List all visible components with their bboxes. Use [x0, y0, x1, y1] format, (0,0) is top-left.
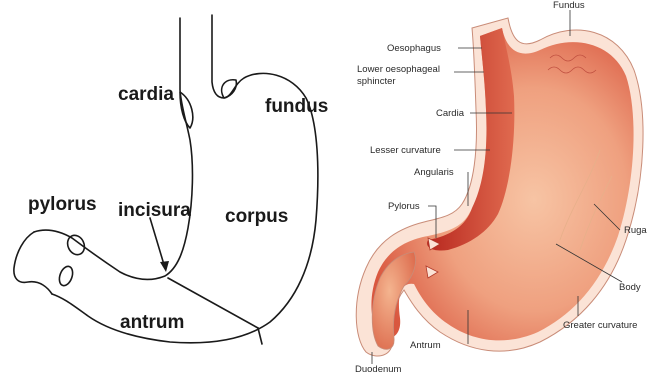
label-pylorus-left: pylorus: [28, 194, 97, 215]
label-lower-sphincter-1: Lower oesophageal: [357, 64, 440, 75]
label-cardia: cardia: [118, 84, 174, 105]
label-greater-curvature: Greater curvature: [563, 320, 637, 331]
label-cardia-right: Cardia: [436, 108, 465, 119]
lesser-curvature-line: [34, 18, 192, 279]
incisura-arrow-line: [150, 218, 165, 268]
label-duodenum: Duodenum: [355, 364, 402, 375]
label-incisura: incisura: [118, 200, 191, 221]
label-ruga: Ruga: [624, 225, 647, 236]
label-corpus: corpus: [225, 206, 288, 227]
left-stomach-outline: [14, 15, 318, 344]
label-lesser-curvature: Lesser curvature: [370, 145, 441, 156]
label-oesophagus: Oesophagus: [387, 43, 441, 54]
label-angularis: Angularis: [414, 167, 454, 178]
label-body: Body: [619, 282, 641, 293]
incisura-arrowhead: [160, 261, 169, 272]
label-antrum-left: antrum: [120, 312, 184, 333]
antrum-lower-divider: [258, 328, 262, 344]
label-fundus-left: fundus: [265, 96, 328, 117]
cardia-sphincter-shape: [180, 92, 193, 128]
label-fundus-right: Fundus: [553, 0, 585, 11]
pyloric-fold-lower: [57, 265, 75, 288]
label-pylorus-right: Pylorus: [388, 201, 420, 212]
greater-curvature-line: [52, 15, 318, 343]
duodenum-end-line: [14, 232, 52, 294]
label-antrum-right: Antrum: [410, 340, 441, 351]
label-lower-sphincter-2: sphincter: [357, 76, 396, 87]
